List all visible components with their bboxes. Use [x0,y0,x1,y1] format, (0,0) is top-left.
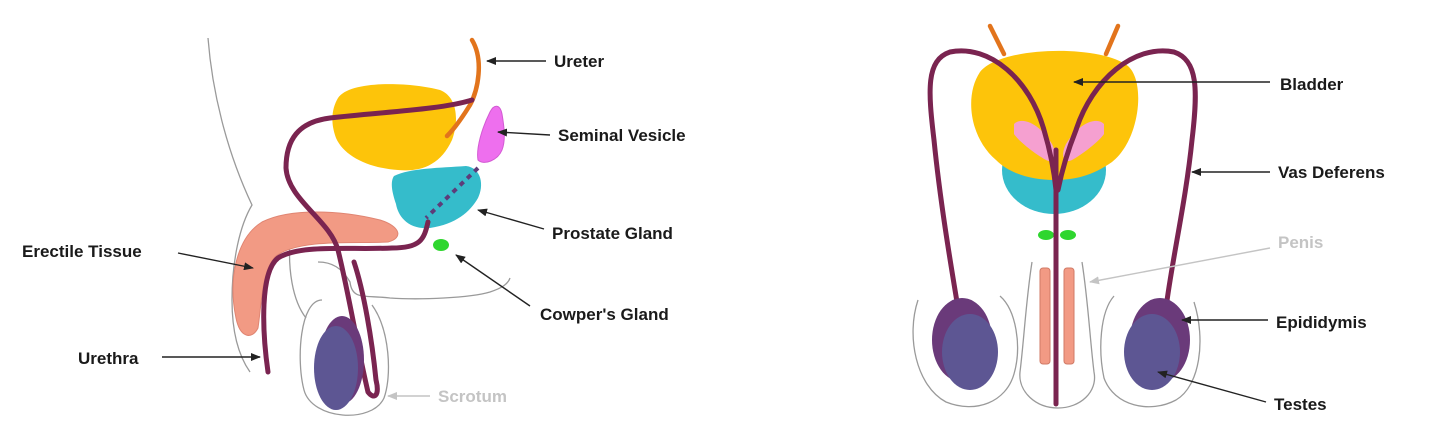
left-seminal-vesicle-front [1014,120,1055,162]
arrow-seminal-vesicle [497,128,551,137]
label-ureter: Ureter [554,52,604,71]
right-ureter-front [1103,23,1121,57]
right-erectile-column [1063,267,1075,365]
right-seminal-vesicle-front [1063,120,1104,162]
side-view: Ureter Seminal Vesicle Prostate Gland Co… [22,37,686,416]
right-testis-front [1124,314,1180,390]
arrow-prostate-gland [477,208,545,230]
urethra-side [261,219,431,375]
bladder-side [332,84,456,171]
label-testes: Testes [1274,395,1327,414]
label-seminal-vesicle: Seminal Vesicle [558,126,686,145]
left-cowpers-gland-front [1038,230,1054,240]
label-prostate-gland: Prostate Gland [552,224,673,243]
bladder-front [971,50,1139,180]
seminal-vesicle [477,105,505,163]
ureter-side [444,37,481,139]
testis-side [314,326,358,410]
arrow-testes [1157,370,1267,403]
left-erectile-column [1039,267,1051,365]
left-testis-front [942,314,998,390]
cowpers-gland [433,239,449,251]
left-scrotal-outline [912,295,1019,408]
penis-outline [1019,261,1096,409]
right-vas-deferens-front [1055,48,1198,311]
label-urethra: Urethra [78,349,139,368]
label-erectile-tissue: Erectile Tissue [22,242,142,261]
right-cowpers-gland-front [1060,230,1076,240]
prostate-side [391,166,482,229]
prostate-duct-dotted [424,166,480,220]
label-epididymis: Epididymis [1276,313,1367,332]
label-vas-deferens: Vas Deferens [1278,163,1385,182]
label-penis: Penis [1278,233,1323,252]
arrow-penis [1089,247,1271,285]
scrotum-outline [299,299,390,416]
right-scrotal-outline [1100,295,1201,408]
label-cowpers-gland: Cowper's Gland [540,305,669,324]
arrow-erectile-tissue [177,252,254,271]
left-ureter-front [987,23,1007,57]
erectile-tissue [232,211,399,336]
label-scrotum: Scrotum [438,387,507,406]
front-view: Bladder Vas Deferens Penis Epididymis Te… [912,23,1385,414]
arrow-cowpers-gland [455,254,531,307]
left-vas-deferens-front [927,48,1059,311]
label-bladder: Bladder [1280,75,1344,94]
